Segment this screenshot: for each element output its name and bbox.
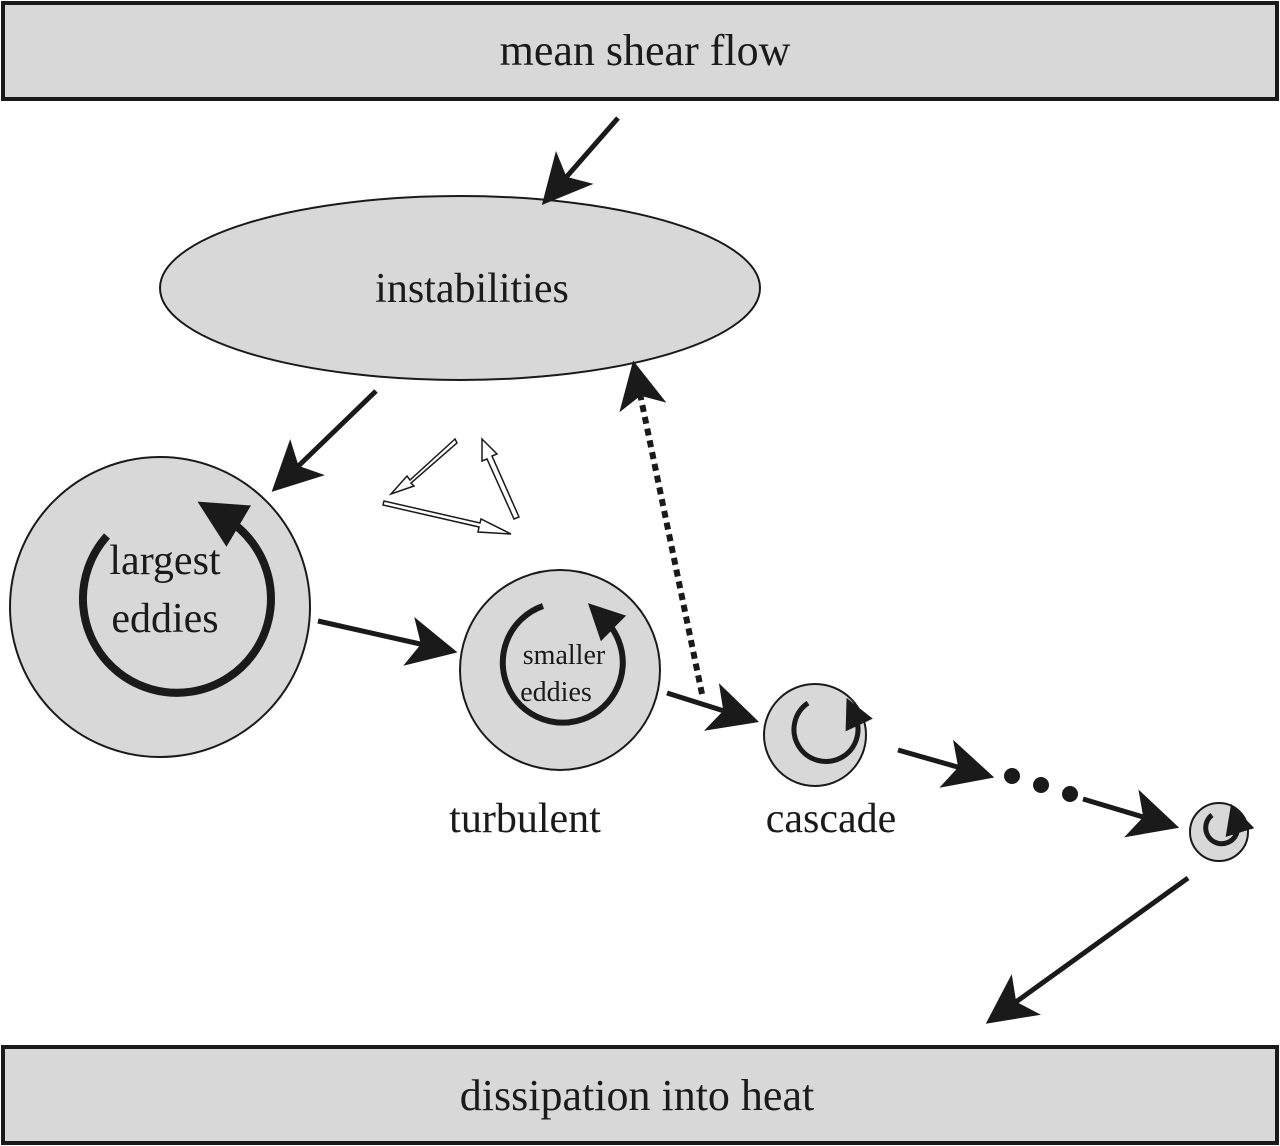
rotation-arrow-icon	[78, 501, 275, 697]
turbulent-caption: turbulent	[449, 796, 601, 842]
cascade-caption: cascade	[766, 796, 897, 842]
arrow-cascade-to-dots	[897, 739, 995, 788]
arrow-smaller-to-cascade	[666, 683, 760, 731]
interaction-hollow-arrows	[382, 437, 521, 535]
hollow-arrow-down-left	[388, 437, 458, 496]
largest-eddies-label-line2: eddies	[111, 596, 218, 642]
feedback-dotted-arrow	[619, 360, 705, 695]
smaller-eddies-label-line2: eddies	[520, 677, 592, 708]
arrow-dots-to-tiny	[1082, 789, 1180, 838]
smaller-eddies-node: smaller eddies	[459, 569, 661, 771]
instabilities-label: instabilities	[375, 266, 569, 312]
arrow-tiny-to-dissipation	[985, 875, 1190, 1024]
ellipsis-dots	[1004, 768, 1078, 802]
largest-eddies-node: largest eddies	[9, 456, 311, 758]
largest-eddies-label-line1: largest	[109, 538, 221, 584]
dissipation-label: dissipation into heat	[460, 1071, 814, 1120]
arrow-largest-to-smaller	[317, 617, 458, 666]
mean-shear-flow-box: mean shear flow	[1, 1, 1279, 101]
hollow-arrow-up	[481, 437, 521, 520]
tiny-eddy-node	[1189, 802, 1255, 862]
cascade-eddy-node	[763, 683, 873, 787]
arrow-instabilities-to-largest	[271, 389, 378, 492]
rotation-arrow-icon	[499, 603, 627, 726]
mean-shear-flow-label: mean shear flow	[500, 26, 791, 75]
rotation-arrow-icon	[1203, 803, 1255, 847]
hollow-arrow-right	[382, 500, 512, 535]
arrow-shear-to-instabilities	[541, 116, 620, 206]
dissipation-box: dissipation into heat	[1, 1045, 1279, 1145]
rotation-arrow-icon	[791, 697, 873, 764]
smaller-eddies-label-line1: smaller	[523, 640, 606, 671]
instabilities-node: instabilities	[159, 195, 761, 381]
